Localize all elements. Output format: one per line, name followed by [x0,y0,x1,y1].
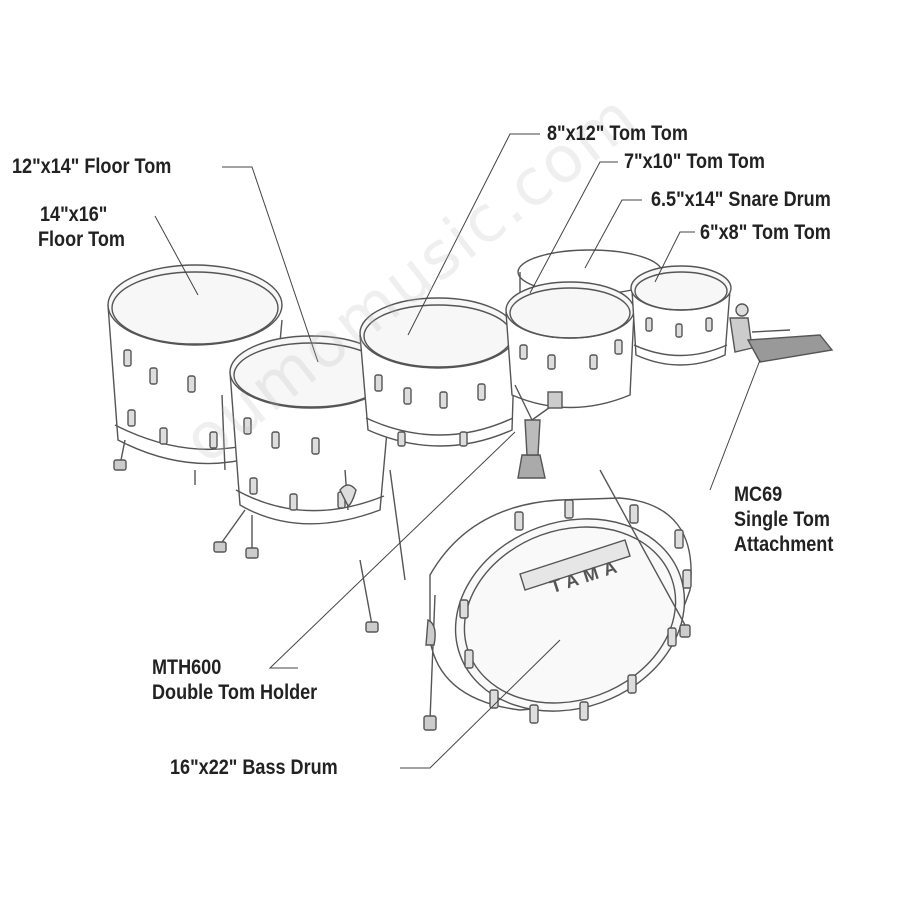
label-floor-tom-12x14: 12"x14" Floor Tom [12,155,172,178]
label-tom-8x12: 8"x12" Tom Tom [547,122,688,145]
floor-tom-12x14 [213,335,393,559]
leader-floor-tom-12x14 [222,166,319,363]
label-mc69-line2: Single Tom [734,508,830,531]
label-mth600-name: Double Tom Holder [152,681,318,704]
label-mc69-line3: Attachment [734,533,834,556]
label-floor-tom-14x16-name: Floor Tom [38,228,125,251]
label-snare-6-5x14: 6.5"x14" Snare Drum [651,188,831,211]
leader-tom-7x10 [529,161,618,294]
label-tom-7x10: 7"x10" Tom Tom [624,150,765,173]
floor-tom-14x16 [107,264,283,485]
leader-bass [400,639,561,769]
leader-mc69 [709,359,761,491]
label-floor-tom-14x16-size: 14"x16" [40,203,108,226]
tom-tom-7x10 [505,281,635,409]
label-mth600-model: MTH600 [152,656,222,679]
mth600-tom-holder [514,384,563,479]
leader-mth600 [268,431,516,669]
label-mc69-model: MC69 [734,483,783,506]
tom-tom-6x8 [630,265,732,366]
leader-tom-6x8 [654,231,695,283]
leader-snare [584,199,642,269]
leader-floor-tom-14x16 [154,215,199,296]
leader-tom-8x12 [407,133,540,336]
tom-tom-8x12 [359,297,517,447]
mc69-clamp [729,303,834,363]
label-tom-6x8: 6"x8" Tom Tom [700,221,831,244]
label-bass-drum-16x22: 16"x22" Bass Drum [170,756,338,779]
leader-lines [154,133,761,769]
bass-drum-16x22 [359,469,692,731]
